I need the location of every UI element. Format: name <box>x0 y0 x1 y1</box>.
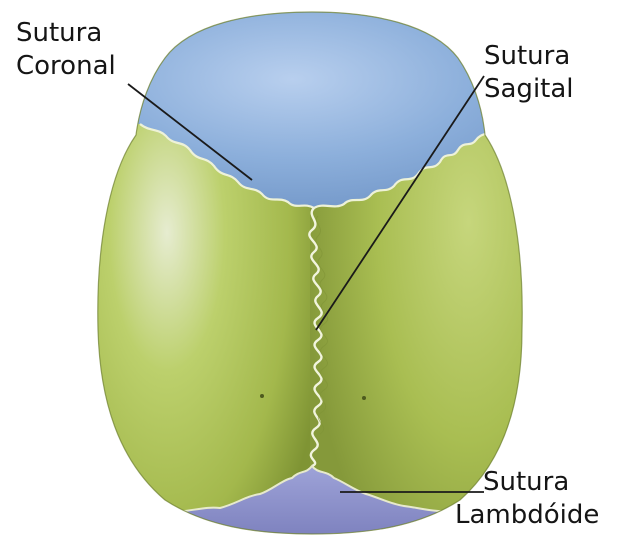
parietal-foramen-right <box>362 396 366 400</box>
label-sutura-lambdoide: Sutura Lambdóide <box>455 466 599 532</box>
parietal-foramen-left <box>260 394 264 398</box>
label-coronal-line1: Sutura <box>16 17 116 50</box>
label-sutura-sagital: Sutura Sagital <box>484 40 574 106</box>
label-sagital-line1: Sutura <box>484 40 574 73</box>
label-coronal-line2: Coronal <box>16 50 116 83</box>
label-sutura-coronal: Sutura Coronal <box>16 17 116 83</box>
label-lambdoide-line2: Lambdóide <box>455 499 599 532</box>
label-sagital-line2: Sagital <box>484 73 574 106</box>
skull-bones <box>90 10 540 540</box>
label-lambdoide-line1: Sutura <box>455 466 599 499</box>
